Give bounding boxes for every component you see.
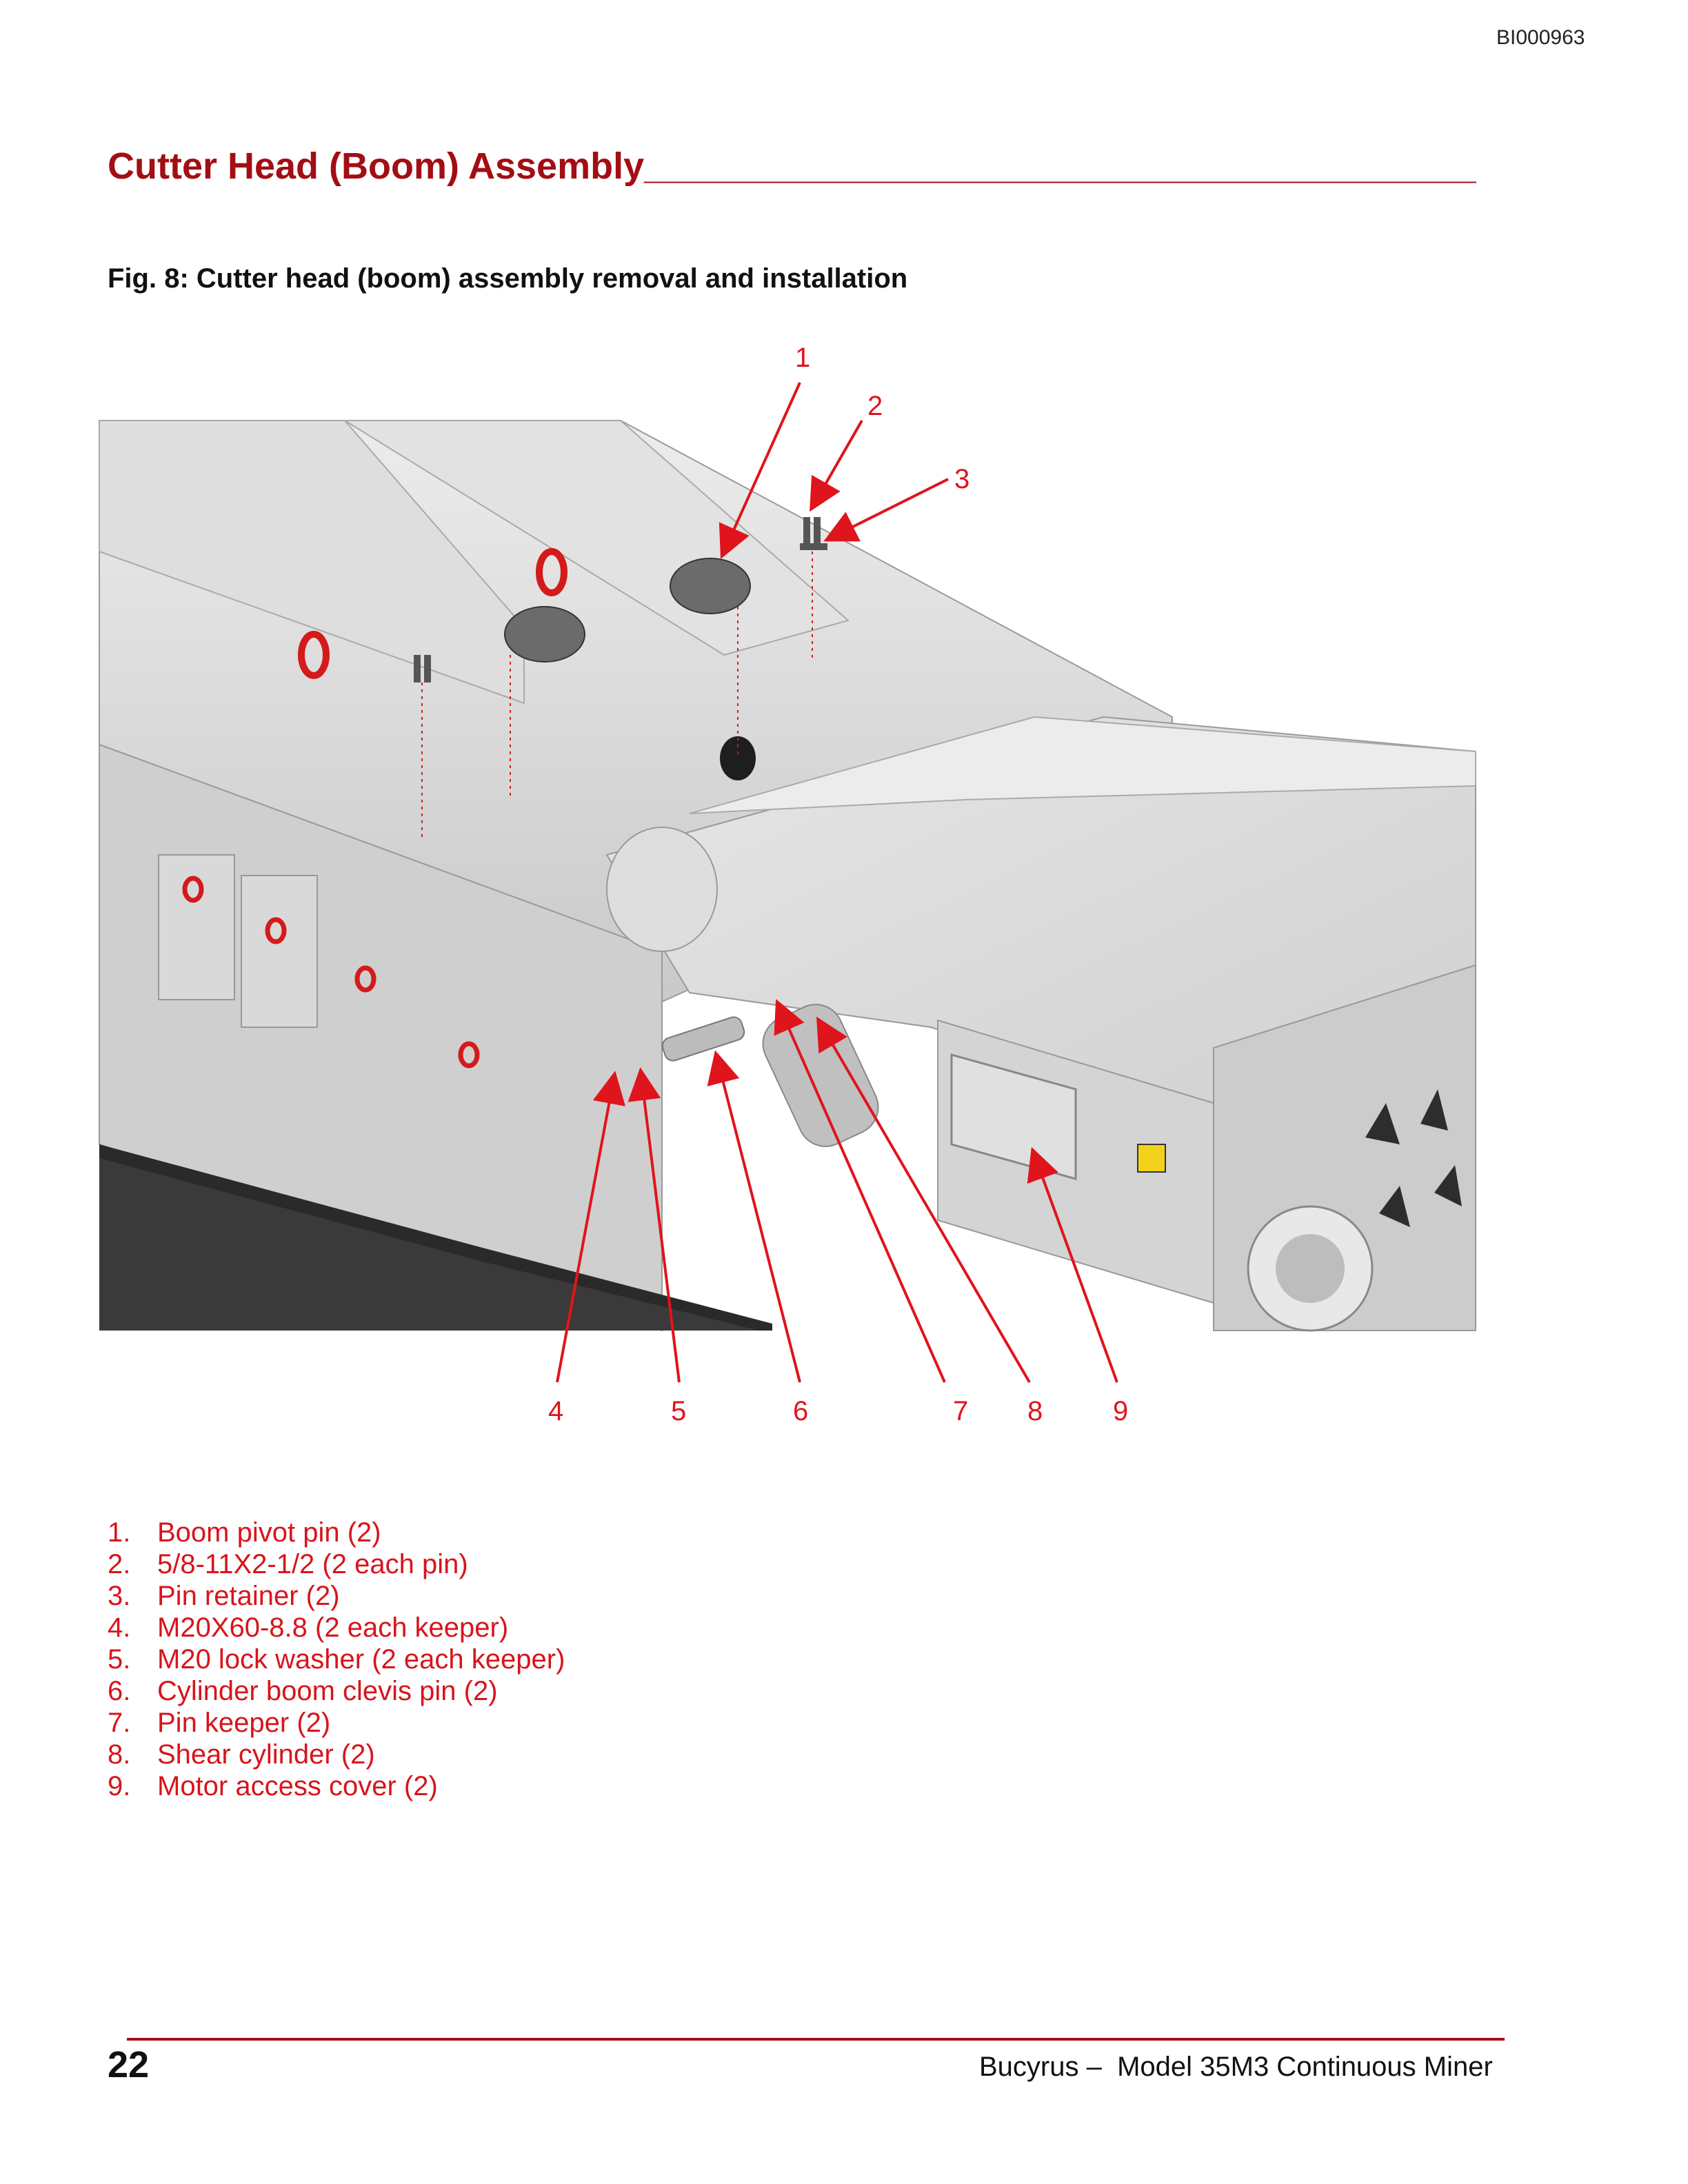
- legend-item: 5. M20 lock washer (2 each keeper): [108, 1644, 565, 1675]
- callout-1: 1: [795, 343, 810, 373]
- footer-divider: [127, 2038, 1505, 2041]
- callout-3: 3: [954, 464, 969, 494]
- legend-text: M20X60-8.8 (2 each keeper): [157, 1612, 509, 1643]
- callout-2: 2: [867, 391, 883, 421]
- section-title: Cutter Head (Boom) Assembly_____________…: [108, 145, 1476, 188]
- callout-6: 6: [793, 1396, 808, 1426]
- leader-7: [774, 999, 946, 1383]
- leader-2: [810, 420, 863, 512]
- leader-3: [823, 478, 949, 542]
- legend-item: 1. Boom pivot pin (2): [108, 1517, 565, 1548]
- leader-5: [627, 1067, 681, 1383]
- machine-render: [99, 420, 1476, 1332]
- callout-5: 5: [671, 1396, 686, 1426]
- document-id: BI000963: [1496, 26, 1585, 49]
- legend-number: 7.: [108, 1708, 131, 1738]
- legend-item: 3. Pin retainer (2): [108, 1580, 565, 1612]
- legend-number: 1.: [108, 1517, 131, 1548]
- figure-illustration: 1 2 3 4 5 6 7 8 9: [0, 331, 1688, 1468]
- leader-8: [816, 1016, 1031, 1384]
- legend-item: 8. Shear cylinder (2): [108, 1739, 565, 1770]
- legend-text: M20 lock washer (2 each keeper): [157, 1644, 565, 1675]
- legend-number: 8.: [108, 1739, 131, 1770]
- leader-1: [719, 382, 801, 559]
- legend-number: 4.: [108, 1612, 131, 1643]
- leader-9: [1027, 1146, 1118, 1383]
- page-number: 22: [108, 2044, 150, 2085]
- legend-text: Pin keeper (2): [157, 1708, 331, 1738]
- legend-number: 9.: [108, 1771, 131, 1801]
- legend-text: Cylinder boom clevis pin (2): [157, 1676, 498, 1706]
- legend-text: Motor access cover (2): [157, 1771, 438, 1801]
- legend-item: 4. M20X60-8.8 (2 each keeper): [108, 1612, 565, 1644]
- legend-number: 3.: [108, 1581, 131, 1611]
- legend-text: Boom pivot pin (2): [157, 1517, 381, 1548]
- legend-text: 5/8-11X2-1/2 (2 each pin): [157, 1549, 468, 1579]
- legend-number: 6.: [108, 1676, 131, 1706]
- parts-legend: 1. Boom pivot pin (2) 2. 5/8-11X2-1/2 (2 e…: [108, 1517, 565, 1802]
- figure-caption: Fig. 8: Cutter head (boom) assembly remo…: [108, 263, 908, 294]
- leader-4: [556, 1071, 625, 1383]
- callout-9: 9: [1113, 1396, 1128, 1426]
- legend-item: 2. 5/8-11X2-1/2 (2 each pin): [108, 1548, 565, 1580]
- footer-title: Bucyrus – Model 35M3 Continuous Miner: [979, 2052, 1493, 2082]
- legend-number: 2.: [108, 1549, 131, 1579]
- callout-4: 4: [548, 1396, 563, 1426]
- callout-leaders: [556, 382, 1118, 1384]
- callout-7: 7: [953, 1396, 968, 1426]
- section-title-text: Cutter Head (Boom) Assembly: [108, 145, 645, 187]
- title-underline: ________________________________________…: [644, 145, 1476, 187]
- legend-text: Pin retainer (2): [157, 1581, 340, 1611]
- leader-6: [707, 1050, 801, 1383]
- callout-8: 8: [1027, 1396, 1043, 1426]
- legend-item: 9. Motor access cover (2): [108, 1770, 565, 1802]
- legend-item: 7. Pin keeper (2): [108, 1707, 565, 1739]
- legend-text: Shear cylinder (2): [157, 1739, 375, 1770]
- miner-illustration: 1 2 3 4 5 6 7 8 9: [99, 343, 1476, 1426]
- legend-number: 5.: [108, 1644, 131, 1675]
- legend-item: 6. Cylinder boom clevis pin (2): [108, 1675, 565, 1707]
